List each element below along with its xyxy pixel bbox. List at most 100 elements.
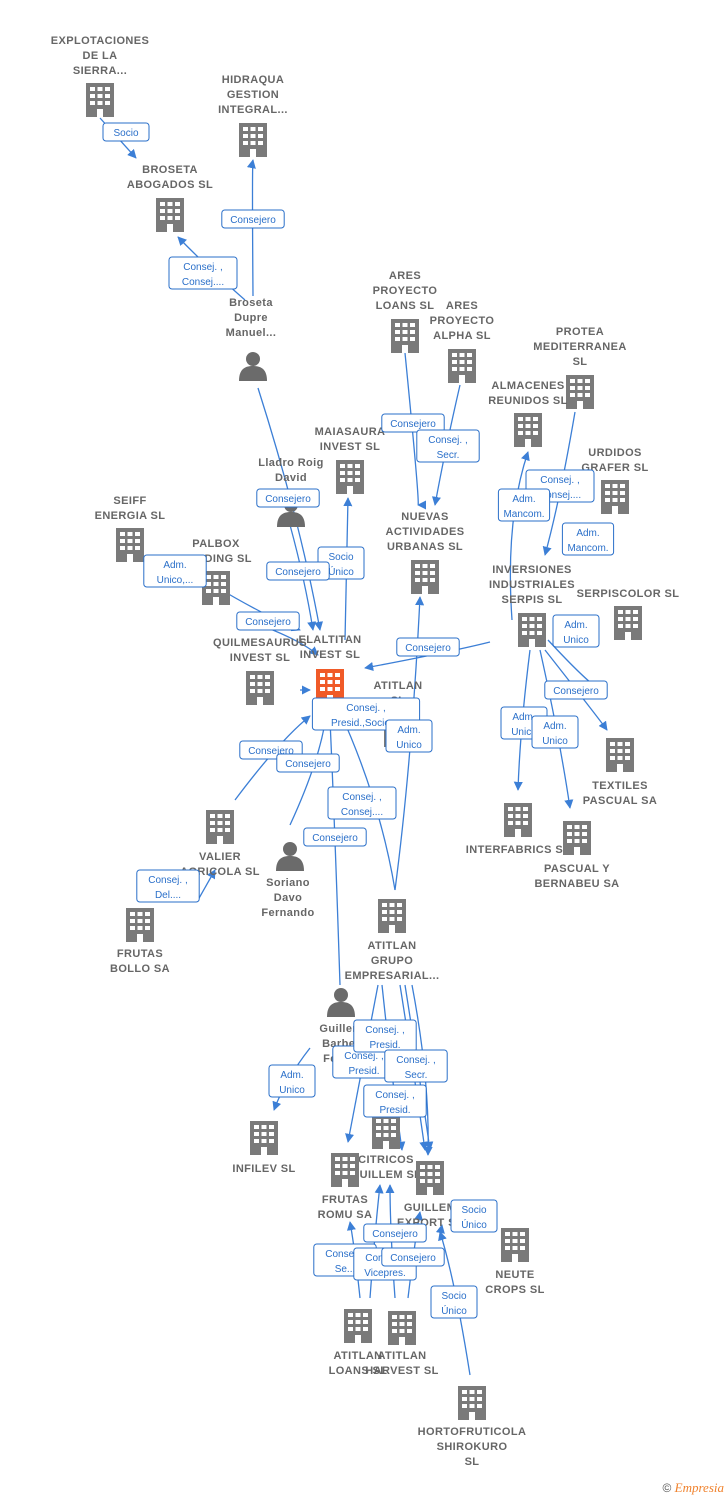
node-serpiscolor[interactable]: SERPISCOLOR SL (577, 588, 680, 640)
node-atitlan_grupo[interactable]: ATITLANGRUPOEMPRESARIAL... (345, 899, 440, 982)
relation-label-2[interactable]: Consej. ,Consej.... (168, 256, 238, 290)
building-icon (501, 1228, 529, 1262)
relation-label-text: Vicepres. (364, 1268, 406, 1279)
relation-label-4[interactable]: Consej. ,Secr. (416, 429, 480, 463)
node-label-line: PASCUAL SA (583, 795, 658, 807)
relation-label-6[interactable]: Adm.Mancom. (497, 488, 551, 522)
node-label-line: REUNIDOS SL (488, 395, 568, 407)
relation-label-25[interactable]: Consej. ,Presid. (332, 1045, 396, 1079)
building-icon (344, 1309, 372, 1343)
relation-label-box (363, 1223, 427, 1243)
node-label-line: ELALTITAN (298, 634, 361, 646)
relation-label-24[interactable]: Consej. ,Del.... (136, 869, 200, 903)
relation-label-text: Consejero (390, 1253, 436, 1264)
relation-label-18[interactable]: Adm.Unico (531, 715, 579, 749)
relation-label-text: Único (328, 565, 354, 578)
relation-label-box (552, 614, 600, 648)
relation-label-text: Consej. , (375, 1090, 414, 1101)
relation-label-1[interactable]: Consejero (221, 209, 285, 229)
node-label-line: GRUPO (371, 955, 413, 967)
relation-label-text: Adm. (280, 1070, 303, 1081)
relation-label-27[interactable]: Consej. ,Secr. (384, 1049, 448, 1083)
relation-label-26[interactable]: Consej. ,Presid. (353, 1019, 417, 1053)
copyright-symbol: © (662, 1481, 672, 1495)
node-label-line: ARES (446, 300, 478, 312)
relation-label-text: Consej.... (182, 277, 224, 288)
node-broseta_dupre[interactable]: BrosetaDupreManuel... (226, 297, 277, 381)
relation-label-14[interactable]: Adm.Unico (552, 614, 600, 648)
node-label-line: ARES (389, 270, 421, 282)
relation-label-10[interactable]: Adm.Unico,... (143, 554, 207, 588)
relation-label-text: Unico (511, 727, 537, 738)
building-icon (206, 810, 234, 844)
relation-label-box (544, 680, 608, 700)
relation-label-34[interactable]: Consejero (381, 1247, 445, 1267)
relation-label-box (531, 715, 579, 749)
node-label-line: PROYECTO (430, 315, 495, 327)
relation-label-29[interactable]: Adm.Unico (268, 1064, 316, 1098)
relation-label-32[interactable]: Consejero (363, 1223, 427, 1243)
relation-label-28[interactable]: Consej. ,Presid. (363, 1084, 427, 1118)
relation-label-text: Consejero (390, 419, 436, 430)
node-interfabrics[interactable]: INTERFABRICS SL (466, 803, 570, 856)
relation-label-13[interactable]: Consejero (266, 561, 330, 581)
node-hidraqua[interactable]: HIDRAQUAGESTIONINTEGRAL... (218, 74, 288, 157)
person-icon (276, 842, 304, 871)
node-label-line: GRAFER SL (581, 462, 648, 474)
node-infilev[interactable]: INFILEV SL (232, 1121, 295, 1175)
relation-label-7[interactable]: Adm.Mancom. (561, 522, 615, 556)
relation-label-text: Se... (335, 1264, 356, 1275)
relation-label-21[interactable]: Consejero (276, 753, 340, 773)
relation-label-12[interactable]: Consejero (396, 637, 460, 657)
relation-label-19[interactable]: Adm.Unico (385, 719, 433, 753)
relation-label-11[interactable]: Consejero (236, 611, 300, 631)
relation-label-8[interactable]: Consejero (256, 488, 320, 508)
node-label-line: EXPLOTACIONES (51, 35, 150, 47)
relation-label-text: Unico (563, 635, 589, 646)
relation-label-22[interactable]: Consej. ,Consej.... (327, 786, 397, 820)
relation-label-23[interactable]: Consejero (303, 827, 367, 847)
relation-label-16[interactable]: Consejero (544, 680, 608, 700)
relation-label-3[interactable]: Consejero (381, 413, 445, 433)
brand-logo[interactable]: Empresia (674, 1480, 724, 1495)
node-label-line: URBANAS SL (387, 541, 463, 553)
relation-label-text: Único (461, 1218, 487, 1231)
node-label-line: NUEVAS (401, 511, 448, 523)
building-icon (518, 613, 546, 647)
node-label-line: SL (573, 356, 588, 368)
relation-label-text: Consejero (405, 643, 451, 654)
building-icon (156, 198, 184, 232)
relation-label-0[interactable]: Socio (102, 122, 150, 142)
building-icon (239, 123, 267, 157)
relation-label-box (236, 611, 300, 631)
building-icon (388, 1311, 416, 1345)
node-label-line: VALIER (199, 851, 241, 863)
